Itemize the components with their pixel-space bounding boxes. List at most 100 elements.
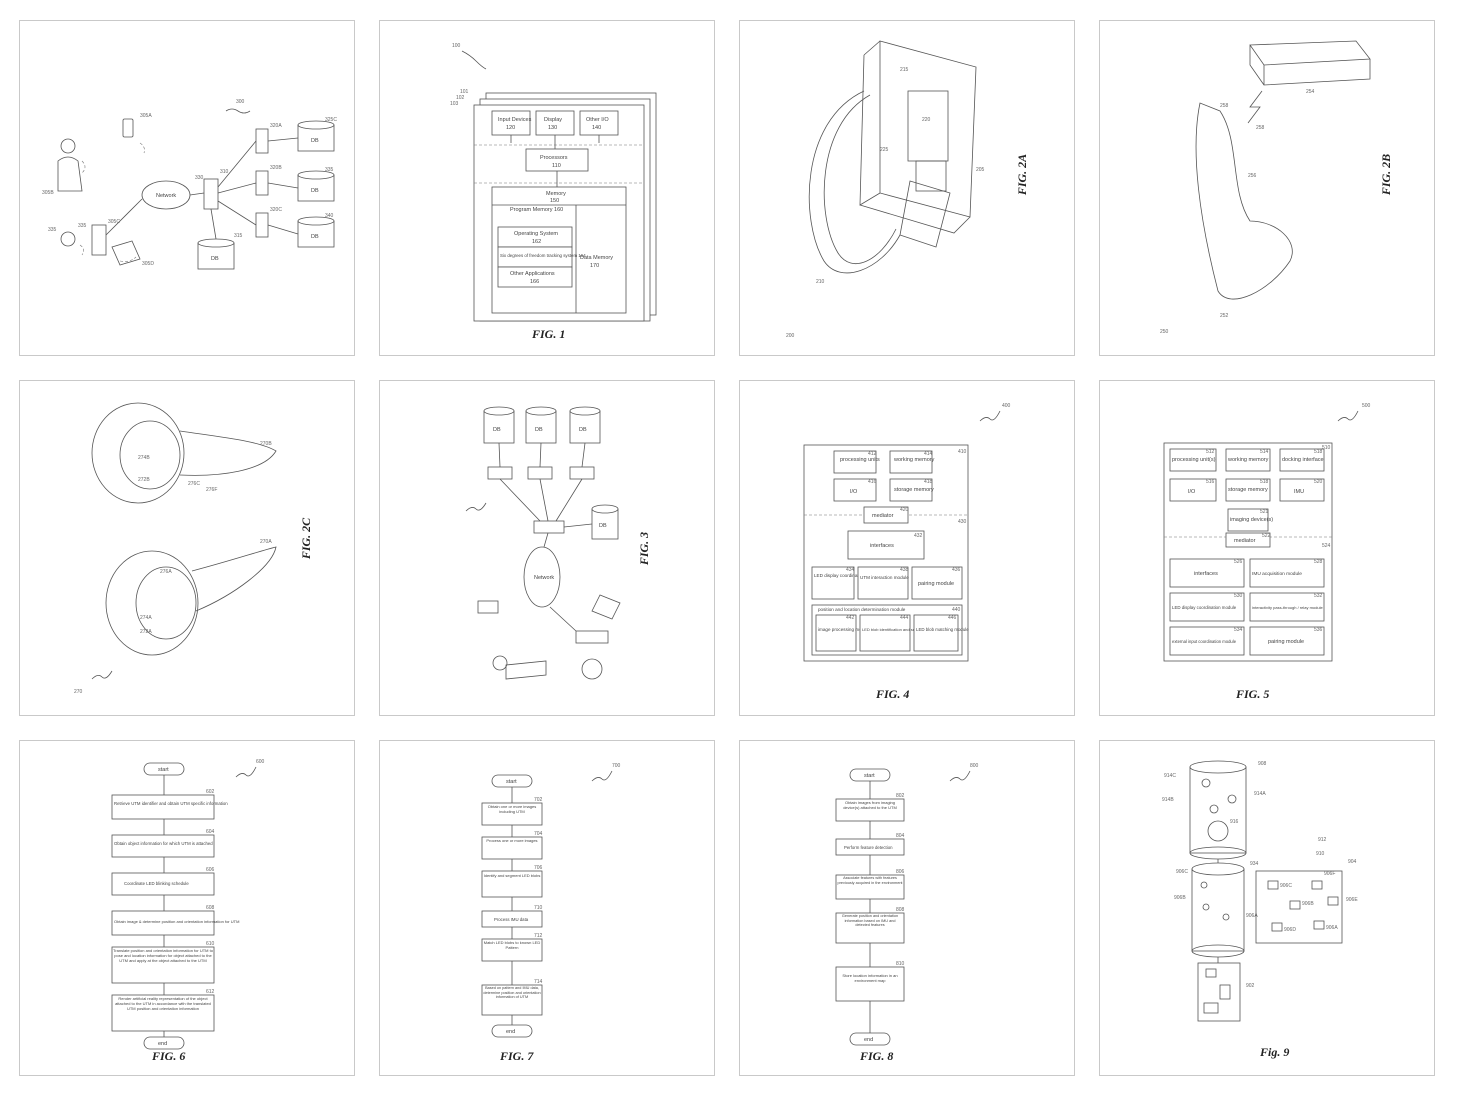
panel-fig2b: 254 258 258 256 252 250 FIG. 2B (1099, 20, 1435, 356)
diagram-label: 170 (590, 263, 599, 269)
reference-numeral: 910 (1316, 851, 1325, 857)
reference-numeral: 274B (138, 455, 150, 461)
diagram-label: mediator (872, 513, 894, 519)
reference-numeral: 252 (1220, 313, 1229, 319)
person-icon (492, 655, 508, 671)
diagram-label: interfaces (870, 543, 894, 549)
reference-numeral: 440 (952, 607, 961, 613)
database-icon: DB (297, 120, 335, 152)
reference-numeral: 712 (534, 933, 543, 939)
diagram-label: UTM interaction module (860, 575, 909, 580)
server-icon (203, 178, 219, 210)
panel-fig6: 600 start 602 Retrieve UTM identifier an… (19, 740, 355, 1076)
diagram-label: storage memory (1228, 487, 1268, 493)
reference-numeral: 305A (140, 113, 152, 119)
server-icon (91, 224, 107, 256)
database-icon: DB (591, 504, 619, 540)
reference-numeral: 906A (1246, 913, 1258, 919)
reference-numeral: 432 (914, 533, 923, 539)
diagram-label: Other Applications (510, 271, 555, 277)
reference-numeral: 205 (976, 167, 985, 173)
reference-numeral: 250 (1160, 329, 1169, 335)
panel-fig2c: 270B 274B 272B 276C 276F 270A 276A 274A … (19, 380, 355, 716)
diagram-label: pairing module (918, 581, 954, 587)
headset-drawing: 210 200 205 225 220 215 (786, 40, 985, 339)
step-802-text: Obtain images from imaging device(s) att… (843, 800, 897, 810)
diagram-label: Other I/O (586, 117, 609, 123)
reference-numeral: 810 (896, 961, 905, 967)
reference-numeral: 802 (896, 793, 905, 799)
reference-numeral: 516 (1206, 479, 1215, 485)
database-icon: DB (297, 216, 335, 248)
fig3-caption: FIG. 3 (637, 531, 652, 566)
reference-numeral: 704 (534, 831, 543, 837)
panel-fig3: DB DB DB DB Network FIG. 3 (379, 380, 715, 716)
reference-numeral: 606 (206, 867, 215, 873)
reference-numeral: 906B (1174, 895, 1186, 901)
diagram-label: Obtain object information for which UTM … (114, 841, 213, 846)
diagram-label: external input coordination module (1172, 639, 1237, 644)
fig7-caption: FIG. 7 (500, 1049, 534, 1063)
reference-numeral: 418 (924, 479, 933, 485)
reference-numeral: 906F (1324, 871, 1335, 877)
diagram-label: IMU (1294, 489, 1304, 495)
diagram-label: 162 (532, 239, 541, 245)
reference-numeral: 330 (195, 175, 204, 181)
phone-icon (122, 118, 134, 138)
server-icon (533, 520, 565, 534)
diagram-label: docking interface (1282, 457, 1324, 463)
fig2c-drawing: 270B 274B 272B 276C 276F 270A 276A 274A … (74, 402, 277, 695)
reference-numeral: 906C (1176, 869, 1188, 875)
diagram-label: 140 (592, 125, 601, 131)
reference-numeral: 446 (948, 615, 957, 621)
reference-numeral: 335 (325, 167, 334, 173)
fig3-network-diagram: DB DB DB DB Network (465, 406, 621, 680)
controller-icon (581, 658, 603, 680)
server-icon (575, 630, 609, 644)
reference-numeral: 912 (1318, 837, 1327, 843)
diagram-label: 120 (506, 125, 515, 131)
fig9-drawing: 914C 914B 914A 916 908 906C 906B 906A 93… (1162, 760, 1358, 1022)
fig5-caption: FIG. 5 (1236, 687, 1270, 701)
reference-numeral: 602 (206, 789, 215, 795)
diagram-label: end (506, 1029, 515, 1035)
controller-icon (105, 550, 199, 656)
step-714-text: Based on pattern and IMU data, determine… (483, 986, 541, 1000)
laptop-icon (591, 594, 621, 620)
diagram-label: Operating System (514, 231, 558, 237)
diagram-label: mediator (1234, 538, 1256, 544)
reference-numeral: 320B (270, 165, 282, 171)
reference-numeral: 526 (1234, 559, 1243, 565)
diagram-label: 130 (548, 125, 557, 131)
diagram-label: Six degrees of freedom tracking system 1… (500, 253, 586, 258)
step-712-text: Match LED blobs to known LED Pattern (483, 940, 541, 950)
reference-numeral: 534 (1234, 627, 1243, 633)
fig4-block-diagram: 400 410 processing units 412 working mem… (803, 403, 1011, 662)
diagram-label: LED blob matching module (916, 627, 969, 632)
reference-numeral: 524 (1322, 543, 1331, 549)
panel-fig1: 100 101 102 103 Input Devices 120 Displa… (379, 20, 715, 356)
fig9-caption: Fig. 9 (1260, 1045, 1290, 1059)
reference-numeral: 521 (1260, 509, 1269, 515)
reference-numeral: 335 (48, 227, 57, 233)
step-806-text: Associate features with features previou… (837, 876, 903, 885)
diagram-label: Network (156, 193, 176, 199)
network-diagram: 300 305A 305B Network 330 310 320A 320B … (42, 99, 337, 270)
reference-numeral: 518 (1314, 449, 1323, 455)
reference-numeral: 200 (786, 333, 795, 339)
fig4-caption: FIG. 4 (876, 687, 910, 701)
person-icon (60, 138, 76, 154)
reference-numeral: 210 (816, 279, 825, 285)
reference-numeral: 225 (880, 147, 889, 153)
server-icon (255, 170, 269, 196)
diagram-label: Input Devices (498, 117, 532, 123)
diagram-label: DB (311, 234, 319, 240)
reference-numeral: 520 (1314, 479, 1323, 485)
diagram-label: DB (311, 188, 319, 194)
fig1-caption: FIG. 1 (532, 327, 566, 341)
reference-numeral: 274A (140, 615, 152, 621)
diagram-label: Memory (546, 191, 566, 197)
reference-numeral: 804 (896, 833, 905, 839)
reference-numeral: 305B (42, 190, 54, 196)
database-icon: DB (197, 238, 235, 270)
